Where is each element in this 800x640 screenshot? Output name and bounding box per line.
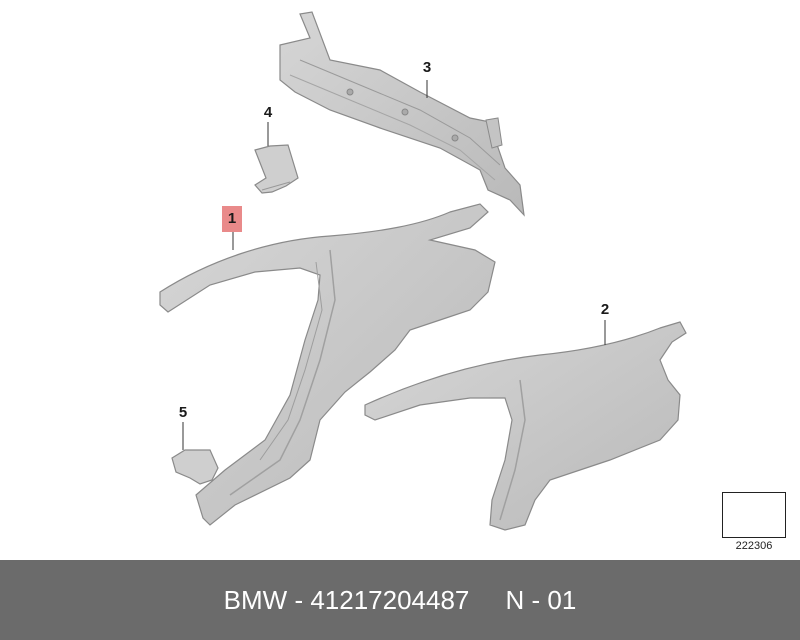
footer-gap [469,585,505,616]
footer-bar: BMW - 41217204487 N - 01 [0,560,800,640]
footer-brand: BMW [223,584,288,615]
footer-part-number: 41217204487 [310,584,470,615]
part-1-side-panel [159,203,496,526]
diagram-reference-box [722,492,786,538]
part-4-bracket [254,144,299,194]
parts-diagram [159,11,777,531]
part-3-rear-panel [279,11,525,217]
leader-lines [182,80,606,450]
footer-separator: - [287,584,311,615]
callout-3: 3 [422,59,432,76]
part-2-side-panel [364,321,687,531]
callout-2: 2 [600,301,610,318]
footer-page-code: N - 01 [505,584,577,615]
part-5-bracket [171,449,219,485]
callout-4: 4 [263,104,273,121]
callout-1: 1 [222,206,242,232]
callout-5: 5 [178,404,188,421]
diagram-reference-number: 222306 [735,540,773,552]
